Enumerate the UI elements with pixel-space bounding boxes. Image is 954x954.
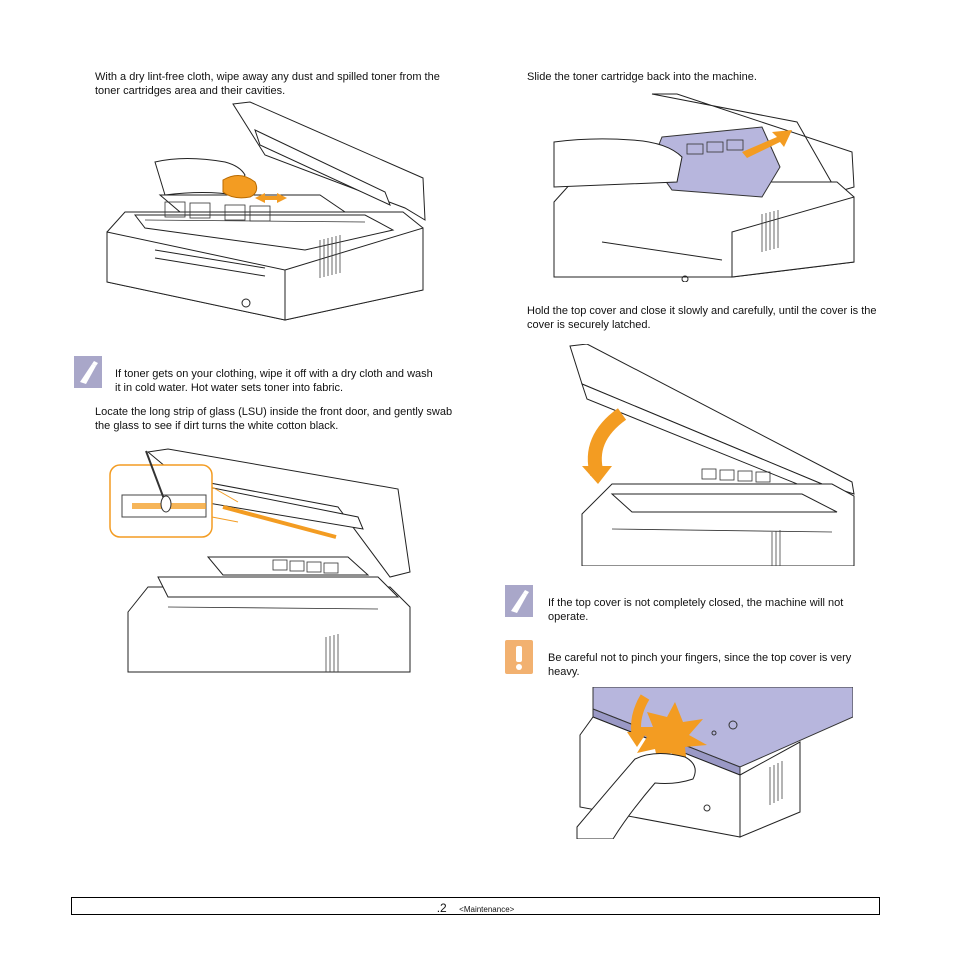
figure-insert-cartridge <box>553 93 855 282</box>
note-icon <box>505 585 533 617</box>
page-number: .2 <box>436 901 447 915</box>
step-lsu-text: Locate the long strip of glass (LSU) ins… <box>95 406 453 432</box>
figure-wipe-cartridge-area <box>106 101 426 321</box>
step-wipe-text: With a dry lint-free cloth, wipe away an… <box>95 71 440 97</box>
figure-pinch-warning <box>576 687 853 839</box>
page-footer: .2 <Maintenance> <box>71 897 880 915</box>
step-close-text: Hold the top cover and close it slowly a… <box>527 305 877 331</box>
note-cover-text: If the top cover is not completely close… <box>548 597 844 623</box>
figure-lsu-glass <box>109 448 411 673</box>
step-slide-text: Slide the toner cartridge back into the … <box>527 71 757 83</box>
section-label: <Maintenance> <box>459 905 515 914</box>
caution-text: Be careful not to pinch your fingers, si… <box>548 652 852 678</box>
figure-close-cover <box>569 344 855 566</box>
warning-icon <box>505 640 533 674</box>
note-toner-text: If toner gets on your clothing, wipe it … <box>115 368 433 394</box>
note-icon <box>74 356 102 388</box>
